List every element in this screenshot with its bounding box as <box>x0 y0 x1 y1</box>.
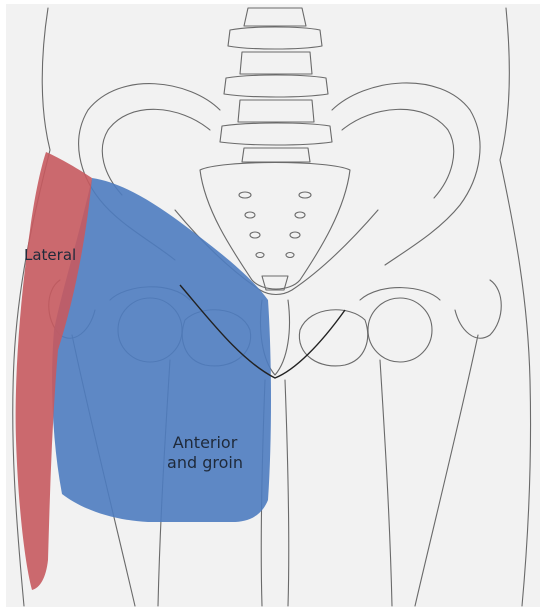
label-anterior-groin: Anterior and groin <box>150 433 260 473</box>
label-lateral: Lateral <box>24 246 76 265</box>
